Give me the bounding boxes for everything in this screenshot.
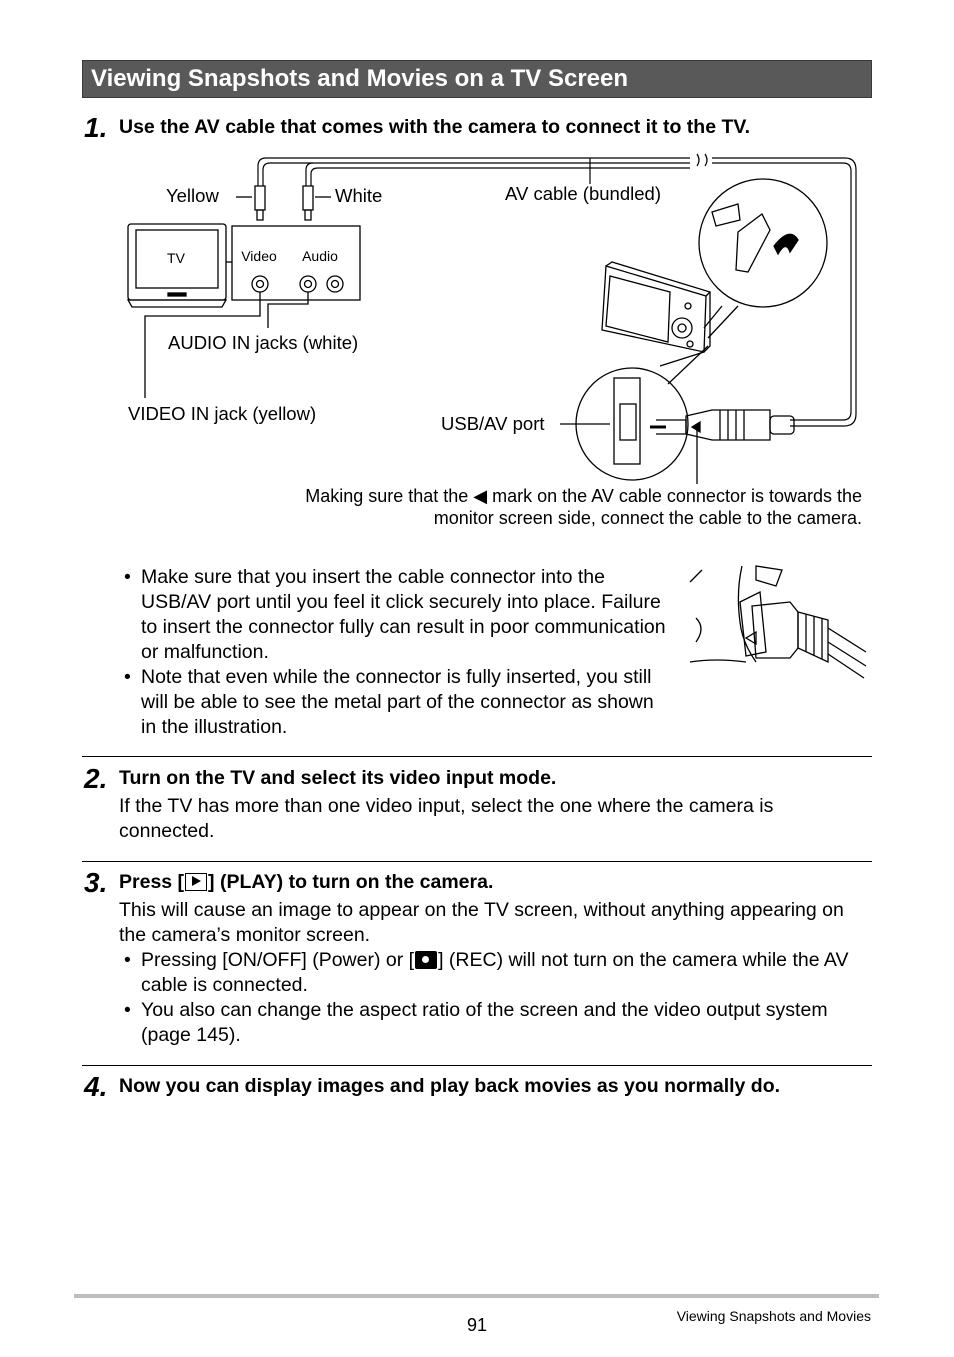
page-number: 91	[466, 1315, 488, 1335]
footer-chapter: Viewing Snapshots and Movies	[676, 1308, 871, 1324]
step-3-bullet-1: Pressing [ON/OFF] (Power) or [] (REC) wi…	[119, 948, 871, 998]
audio-label: Audio	[302, 248, 338, 264]
step-2-divider	[82, 756, 872, 757]
step-3-title-post: ] (PLAY) to turn on the camera.	[208, 871, 494, 893]
audio-in-label: AUDIO IN jacks (white)	[168, 332, 359, 353]
tv-label: TV	[167, 250, 186, 266]
section-header: Viewing Snapshots and Movies on a TV Scr…	[82, 60, 872, 98]
camera-icon	[415, 951, 438, 969]
step-3-bullet-1-pre: Pressing [ON/OFF] (Power) or [	[141, 949, 415, 971]
footer-rule	[74, 1294, 879, 1298]
step-3-bullet-2: You also can change the aspect ratio of …	[119, 998, 871, 1048]
rca-plugs	[236, 185, 331, 221]
camera-illustration	[601, 261, 712, 353]
step-4-divider	[82, 1065, 872, 1066]
connector-detail-illustration	[689, 565, 867, 679]
white-plug-label: White	[335, 185, 383, 206]
step-3-body: This will cause an image to appear on th…	[119, 899, 844, 946]
diagram-caption: Making sure that the ◀ mark on the AV ca…	[240, 485, 862, 529]
video-in-label: VIDEO IN jack (yellow)	[128, 403, 317, 424]
step-1-title: Use the AV cable that comes with the cam…	[119, 116, 751, 138]
step-1-bullet-2: Note that even while the connector is fu…	[119, 665, 667, 740]
port-cover-detail	[698, 178, 828, 339]
section-title: Viewing Snapshots and Movies on a TV Scr…	[91, 65, 629, 92]
usb-av-port-label: USB/AV port	[441, 413, 545, 434]
step-3-title: Press [ ] (PLAY) to turn on the camera.	[119, 871, 493, 894]
leader-lines	[144, 292, 698, 484]
usb-port-detail	[575, 345, 795, 481]
av-jack-panel	[226, 225, 361, 301]
step-1-bullet-1: Make sure that you insert the cable conn…	[119, 565, 667, 665]
play-icon	[185, 873, 208, 891]
step-4-number: 4.	[84, 1071, 108, 1102]
step-1-number: 1.	[84, 112, 108, 143]
step-1-notes: Make sure that you insert the cable conn…	[119, 565, 667, 740]
step-3-bullet-1-post: ] (REC) will not turn on the camera whil…	[141, 949, 849, 996]
step-3-divider	[82, 861, 872, 862]
video-label: Video	[241, 248, 277, 264]
yellow-plug-label: Yellow	[166, 185, 219, 206]
step-2-body: If the TV has more than one video input,…	[119, 795, 774, 842]
step-3-number: 3.	[84, 867, 108, 898]
av-cable-label: AV cable (bundled)	[505, 183, 661, 204]
connection-diagram: TV Video Audio	[126, 153, 857, 484]
step-4-title: Now you can display images and play back…	[119, 1075, 781, 1097]
caption-line-2: monitor screen side, connect the cable t…	[433, 508, 862, 528]
caption-line-1: Making sure that the ◀ mark on the AV ca…	[305, 486, 862, 506]
av-cable	[257, 153, 857, 427]
step-2-number: 2.	[84, 763, 108, 794]
step-3-content: This will cause an image to appear on th…	[119, 898, 871, 1048]
step-3-title-pre: Press [	[119, 871, 185, 893]
step-2-title: Turn on the TV and select its video inpu…	[119, 767, 557, 789]
